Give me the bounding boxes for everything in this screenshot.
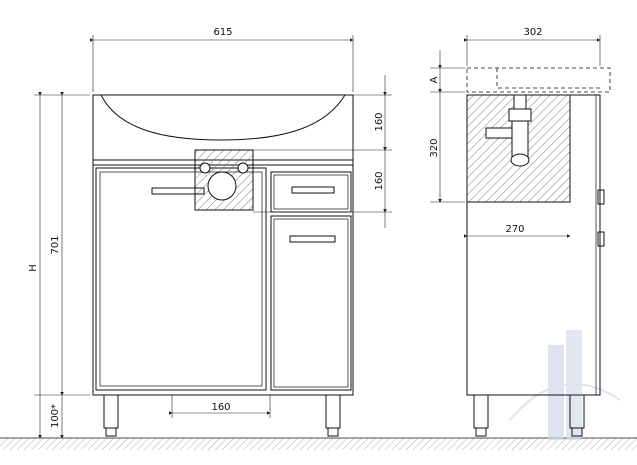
side-basin-outline [466,67,611,93]
water-inlet-left [199,162,211,174]
front-view [92,94,354,437]
drawer-handle [291,186,335,194]
dim-siphon-zone-height: 320 [429,138,440,157]
side-leg-left [473,394,489,429]
dim-pipe-spacing: 160 [211,402,230,413]
floor [0,437,637,450]
dim-basin-thickness-symbol: A [429,76,440,83]
front-leg-left [103,394,119,429]
dimension-lines [34,35,601,439]
dim-side-depth: 302 [523,27,542,38]
siphon [485,94,532,167]
drain-pipe-circle [207,171,237,201]
left-door [95,167,267,391]
dim-leg-height: 100* [50,404,61,428]
drawer [270,171,352,213]
dim-overall-height: 701 [50,235,61,254]
right-door [270,215,352,391]
basin-bowl [100,94,346,141]
watermark-logo [509,330,621,440]
left-door-panel [99,171,263,387]
water-inlet-right [237,162,249,174]
right-door-handle [289,235,336,243]
dim-total-width: 615 [213,27,232,38]
dim-height-symbol: H [28,264,39,272]
dim-hatch-zone-height: 160 [374,171,385,190]
dim-basin-top-height: 160 [374,112,385,131]
front-leg-right [325,394,341,429]
side-view [466,67,611,437]
dim-cabinet-depth: 270 [505,224,524,235]
